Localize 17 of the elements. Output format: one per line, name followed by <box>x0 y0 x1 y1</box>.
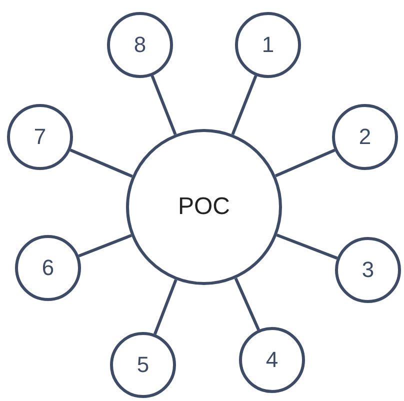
node-label: 7 <box>34 124 46 150</box>
connector-line <box>78 234 132 258</box>
node-label: 5 <box>136 352 150 378</box>
connector-line <box>150 75 177 135</box>
node-label: 8 <box>134 32 146 58</box>
node-label: 3 <box>362 257 374 283</box>
node-label: POC <box>178 193 230 221</box>
node-label: 6 <box>42 255 54 281</box>
connector-line <box>234 278 260 330</box>
node-label: 1 <box>262 32 274 58</box>
connector-line <box>231 75 258 135</box>
connector-line <box>70 148 133 178</box>
node-label: 2 <box>358 124 372 150</box>
connector-line <box>153 279 178 335</box>
connector-line <box>274 148 336 178</box>
connector-line <box>276 234 338 260</box>
node-label: 4 <box>266 347 278 373</box>
